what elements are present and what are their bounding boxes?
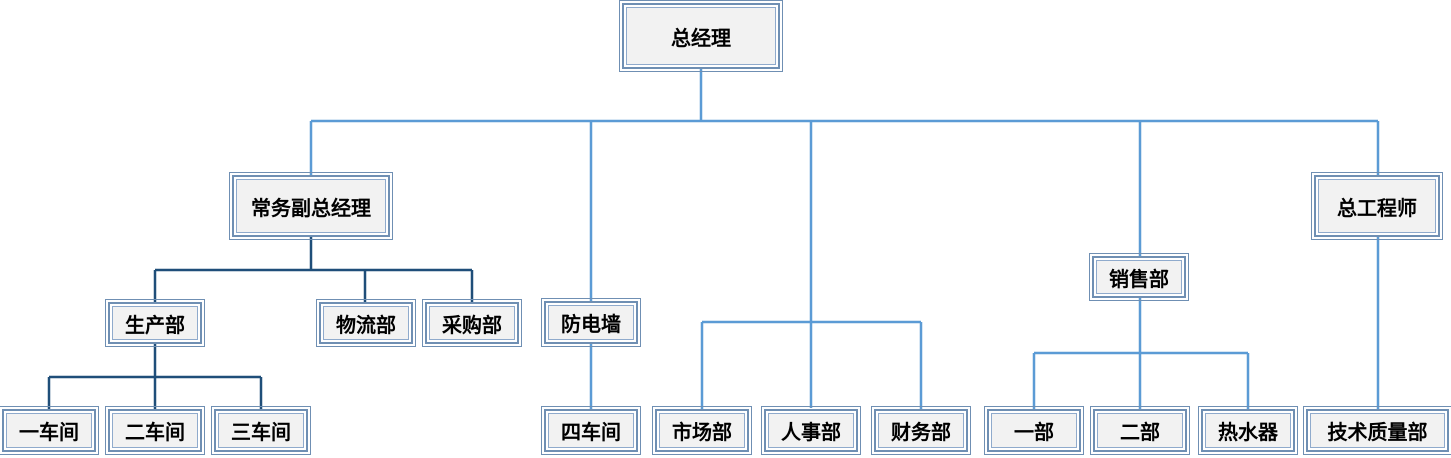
node-workshop-2: 二车间 bbox=[105, 406, 205, 455]
node-water-heater: 热水器 bbox=[1198, 406, 1298, 455]
node-workshop-4: 四车间 bbox=[541, 406, 641, 455]
node-sales-division-2: 二部 bbox=[1090, 406, 1190, 455]
node-chief-engineer: 总工程师 bbox=[1311, 172, 1443, 240]
node-finance-dept: 财务部 bbox=[871, 406, 971, 455]
node-deputy-general-manager: 常务副总经理 bbox=[229, 172, 393, 240]
node-logistics-dept: 物流部 bbox=[316, 299, 416, 347]
node-sales-division-1: 一部 bbox=[984, 406, 1084, 455]
node-general-manager: 总经理 bbox=[619, 0, 783, 72]
node-workshop-1: 一车间 bbox=[0, 406, 99, 455]
node-sales-dept: 销售部 bbox=[1089, 253, 1189, 301]
node-production-dept: 生产部 bbox=[105, 299, 205, 347]
node-purchasing-dept: 采购部 bbox=[422, 299, 522, 347]
node-market-dept: 市场部 bbox=[652, 406, 752, 455]
node-firewall: 防电墙 bbox=[541, 298, 641, 347]
node-workshop-3: 三车间 bbox=[211, 406, 311, 455]
node-technical-quality-dept: 技术质量部 bbox=[1303, 406, 1451, 455]
node-hr-dept: 人事部 bbox=[761, 406, 861, 455]
